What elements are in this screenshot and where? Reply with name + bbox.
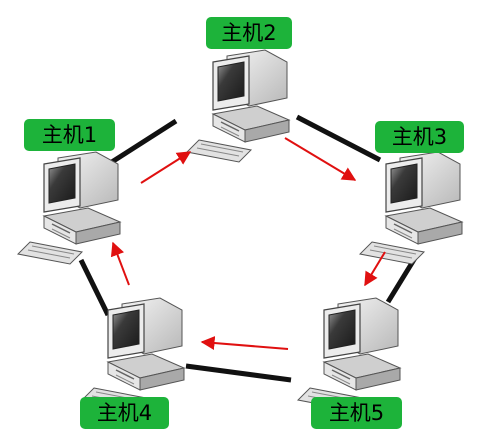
- host-5-label: 主机5: [311, 397, 402, 429]
- link-h1-h2: [102, 118, 178, 170]
- flow-arrows: [110, 137, 386, 350]
- arrow-h3-h5: [364, 251, 386, 287]
- computer-host-4: [81, 297, 185, 411]
- host-4-label: 主机4: [80, 397, 169, 429]
- computer-host-2: [186, 49, 290, 163]
- ring-links: [78, 114, 418, 383]
- computer-host-5: [297, 297, 401, 411]
- link-h2-h3: [295, 114, 382, 163]
- arrow-h1-h2: [140, 151, 192, 184]
- arrow-h5-h4: [200, 336, 289, 350]
- computer-host-1: [17, 151, 121, 265]
- arrow-h4-h1: [110, 241, 130, 286]
- host-2-label: 主机2: [206, 17, 292, 49]
- host-3-label: 主机3: [375, 121, 464, 153]
- link-h5-h4: [185, 363, 292, 383]
- host-1-label: 主机1: [24, 119, 115, 151]
- link-h4-h1: [78, 258, 111, 317]
- link-h3-h5: [385, 256, 418, 304]
- computer-host-3: [359, 151, 463, 265]
- arrow-h2-h3: [284, 137, 357, 181]
